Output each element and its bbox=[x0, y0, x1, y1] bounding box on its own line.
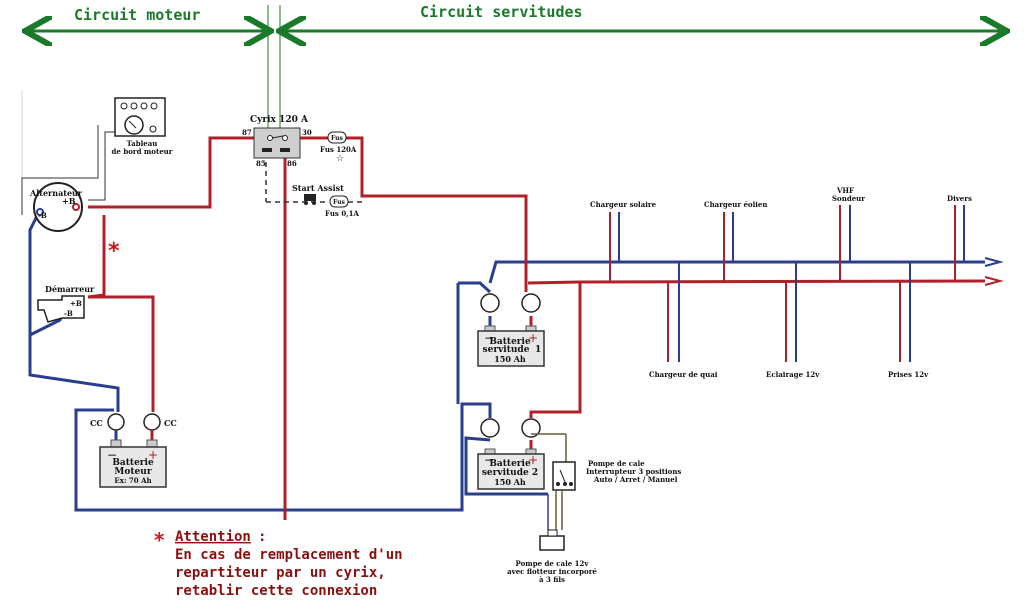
load-chargeur-solaire: Chargeur solaire bbox=[590, 200, 657, 209]
fuse2-rating: Fus 0,1A bbox=[325, 209, 359, 218]
cc-left-label: CC bbox=[90, 418, 103, 428]
note-colon: : bbox=[258, 529, 266, 545]
pump-label-1: Pompe de cale 12v bbox=[516, 559, 590, 568]
pump-switch-label-2: Interrupteur 3 positions bbox=[586, 467, 681, 476]
svg-text:−: − bbox=[484, 331, 494, 345]
svg-text:☆: ☆ bbox=[336, 154, 344, 164]
svg-text:+: + bbox=[528, 453, 538, 467]
fuse1-label: Fus bbox=[331, 135, 344, 142]
section-headers: Circuit moteur Circuit servitudes bbox=[21, 3, 1004, 200]
battery1-label-1: Batterie bbox=[489, 337, 531, 347]
cyrix-terminal-86: 86 bbox=[287, 159, 297, 168]
pump-switch-label-1: Pompe de cale bbox=[588, 459, 645, 468]
battery-servitude-1: − + Batterie servitude 1 150 Ah bbox=[477, 293, 545, 367]
header-circuit-servitudes: Circuit servitudes bbox=[420, 3, 583, 21]
note-line-2: repartiteur par un cyrix, bbox=[175, 565, 386, 581]
battery2-label-3: 150 Ah bbox=[494, 477, 526, 487]
note-star: * bbox=[154, 528, 165, 552]
note-line-1: En cas de remplacement d'un bbox=[175, 547, 403, 563]
battery-moteur-label-3: Ex: 70 Ah bbox=[114, 476, 151, 485]
alternator-label: Alternateur bbox=[29, 188, 83, 198]
load-eclairage: Eclairage 12v bbox=[766, 370, 820, 379]
battery-moteur: CC CC − + Batterie Moteur Ex: 70 Ah bbox=[90, 413, 177, 488]
starter-pos-label: +B bbox=[70, 299, 82, 308]
cyrix-title: Cyrix 120 A bbox=[250, 115, 309, 125]
header-circuit-moteur: Circuit moteur bbox=[74, 6, 200, 24]
battery-moteur-label-2: Moteur bbox=[114, 467, 151, 477]
svg-text:−: − bbox=[107, 448, 117, 462]
svg-text:+: + bbox=[148, 448, 158, 462]
starter-motor: Démarreur +B -B bbox=[37, 284, 95, 323]
cc-right-label: CC bbox=[164, 418, 177, 428]
pump-switch-label-3: Auto / Arret / Manuel bbox=[593, 475, 678, 484]
cyrix-terminal-30: 30 bbox=[302, 128, 312, 137]
start-assist-circuit: Fus Start Assist Fus 0,1A bbox=[265, 162, 362, 218]
alternator-neg-label: -B bbox=[38, 211, 47, 220]
start-assist-label: Start Assist bbox=[292, 183, 344, 193]
load-taps bbox=[609, 205, 965, 362]
battery2-label-2: servitude 2 bbox=[482, 468, 538, 478]
attention-star-marker: * bbox=[108, 239, 120, 264]
svg-text:−: − bbox=[484, 453, 494, 467]
starter-label: Démarreur bbox=[45, 284, 95, 294]
load-vhf: VHF bbox=[836, 186, 854, 195]
load-sondeur: Sondeur bbox=[832, 194, 865, 203]
load-prises: Prises 12v bbox=[888, 370, 929, 379]
load-chargeur-eolien: Chargeur éolien bbox=[704, 200, 767, 209]
pump-label-2: avec flotteur incorporé bbox=[507, 567, 597, 576]
fuse-120a: Fus Fus 120A ☆ bbox=[320, 131, 357, 164]
cyrix-relay: Cyrix 120 A 87 30 85 86 bbox=[242, 115, 312, 168]
battery1-label-3: 1 bbox=[535, 345, 541, 355]
load-labels: Chargeur solaire Chargeur éolien VHF Son… bbox=[590, 186, 972, 379]
negative-wires bbox=[28, 209, 985, 512]
battery1-label-2: servitude bbox=[483, 345, 530, 355]
battery2-label-1: Batterie bbox=[489, 459, 531, 469]
cyrix-terminal-87: 87 bbox=[242, 128, 252, 137]
cyrix-terminal-85: 85 bbox=[256, 159, 266, 168]
load-chargeur-de-quai: Chargeur de quai bbox=[649, 370, 718, 379]
battery1-label-4: 150 Ah bbox=[494, 354, 526, 364]
battery-moteur-label-1: Batterie bbox=[112, 458, 154, 468]
alternator: Alternateur +B -B bbox=[29, 182, 83, 232]
fuse2-label: Fus bbox=[333, 199, 346, 206]
attention-note: * Attention : En cas de remplacement d'u… bbox=[154, 528, 403, 599]
dashboard-label-2: de bord moteur bbox=[112, 147, 173, 156]
alternator-pos-label: +B bbox=[62, 196, 76, 206]
note-title: Attention bbox=[175, 529, 251, 545]
note-line-3: retablir cette connexion bbox=[175, 583, 377, 599]
load-divers: Divers bbox=[947, 194, 972, 203]
bilge-pump: Pompe de cale Interrupteur 3 positions A… bbox=[507, 433, 681, 584]
starter-neg-label: -B bbox=[64, 309, 73, 318]
svg-text:+: + bbox=[528, 331, 538, 345]
fuse1-rating: Fus 120A bbox=[320, 145, 357, 154]
battery-servitude-2: − + Batterie servitude 2 150 Ah bbox=[477, 418, 545, 490]
pump-label-3: à 3 fils bbox=[539, 575, 565, 584]
dashboard-label-1: Tableau bbox=[127, 139, 158, 148]
dashboard-gauge: Tableau de bord moteur bbox=[21, 97, 173, 215]
